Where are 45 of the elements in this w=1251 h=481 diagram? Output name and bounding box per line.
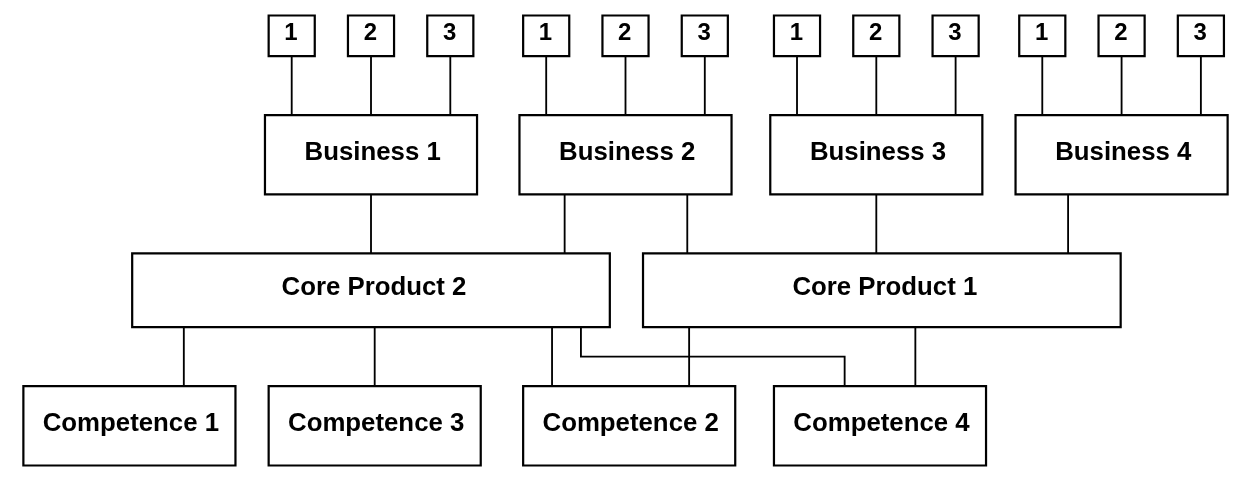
- connector: [1041, 55, 1044, 116]
- node-box: 2: [601, 14, 650, 58]
- node-box: 3: [931, 14, 980, 58]
- connector: [373, 326, 376, 387]
- connector: [686, 193, 689, 254]
- connector: [688, 326, 691, 387]
- node-box: 2: [852, 14, 901, 58]
- node-box: Business 1: [263, 114, 479, 196]
- connector: [290, 55, 293, 116]
- connector: [796, 55, 798, 116]
- connector: [449, 55, 452, 116]
- node-box: Competence 4: [772, 385, 988, 467]
- node-box: Business 2: [518, 114, 733, 196]
- connector: [914, 326, 917, 387]
- connector: [703, 55, 706, 116]
- connector: [875, 55, 878, 116]
- connector: [1067, 193, 1069, 254]
- node-box: Business 3: [769, 114, 984, 196]
- connector: [954, 55, 957, 116]
- connector: [624, 55, 627, 116]
- node-box: Core Product 1: [641, 252, 1122, 329]
- node-box: 3: [680, 14, 729, 58]
- node-box: 3: [1176, 14, 1226, 58]
- connector: [563, 193, 566, 254]
- connector: [875, 193, 878, 254]
- node-box: 1: [522, 14, 571, 58]
- node-box: 1: [1018, 14, 1067, 58]
- node-box: 2: [1097, 14, 1146, 58]
- connector: [182, 326, 185, 387]
- node-box: 2: [346, 14, 396, 58]
- connector: [370, 193, 372, 254]
- connector: [551, 326, 553, 387]
- connector: [1120, 55, 1123, 116]
- node-box: Competence 1: [22, 385, 237, 467]
- node-box: Business 4: [1014, 114, 1229, 196]
- node-box: 1: [772, 14, 822, 58]
- node-box: 3: [426, 14, 475, 58]
- node-box: Competence 2: [522, 385, 737, 467]
- connector: [370, 55, 372, 116]
- connector: [1199, 55, 1202, 116]
- connector: [545, 55, 548, 116]
- connector: [580, 326, 846, 387]
- node-box: 1: [267, 14, 316, 58]
- node-box: Core Product 2: [131, 252, 611, 329]
- node-box: Competence 3: [267, 385, 482, 467]
